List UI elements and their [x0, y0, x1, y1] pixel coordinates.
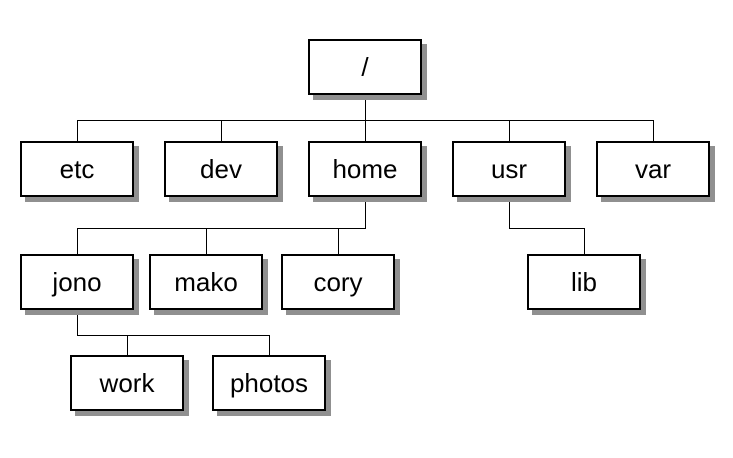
node-label-work: work [99, 368, 155, 398]
connector-line [509, 197, 510, 228]
tree-node-lib: lib [527, 254, 641, 310]
connector-line [509, 120, 510, 141]
connector-line [509, 228, 585, 229]
connector-line [221, 120, 222, 141]
connector-line [269, 335, 270, 355]
connector-line [365, 95, 366, 120]
node-label-root: / [361, 52, 369, 82]
connector-line [206, 228, 207, 254]
connector-line [365, 197, 366, 228]
tree-node-root: / [308, 39, 422, 95]
node-label-dev: dev [200, 154, 242, 184]
node-label-lib: lib [570, 267, 597, 297]
node-label-mako: mako [174, 267, 238, 297]
connector-line [584, 228, 585, 254]
node-label-cory: cory [313, 267, 363, 297]
tree-node-photos: photos [212, 355, 326, 411]
connector-line [77, 228, 366, 229]
tree-node-var: var [596, 141, 710, 197]
connector-line [77, 310, 78, 335]
connector-line [77, 120, 654, 121]
node-label-photos: photos [229, 368, 309, 398]
node-label-etc: etc [59, 154, 95, 184]
connector-line [338, 228, 339, 254]
tree-node-usr: usr [452, 141, 566, 197]
node-label-jono: jono [52, 267, 102, 297]
tree-node-dev: dev [164, 141, 278, 197]
tree-node-work: work [70, 355, 184, 411]
tree-node-jono: jono [20, 254, 134, 310]
tree-node-home: home [308, 141, 422, 197]
tree-node-etc: etc [20, 141, 134, 197]
connector-line [77, 228, 78, 254]
node-label-usr: usr [490, 154, 528, 184]
connector-line [77, 120, 78, 141]
connector-line [365, 120, 366, 141]
tree-node-cory: cory [281, 254, 395, 310]
connector-line [653, 120, 654, 141]
connector-line [127, 335, 128, 355]
node-label-var: var [634, 154, 672, 184]
node-label-home: home [332, 154, 398, 184]
tree-node-mako: mako [149, 254, 263, 310]
connector-line [77, 335, 270, 336]
